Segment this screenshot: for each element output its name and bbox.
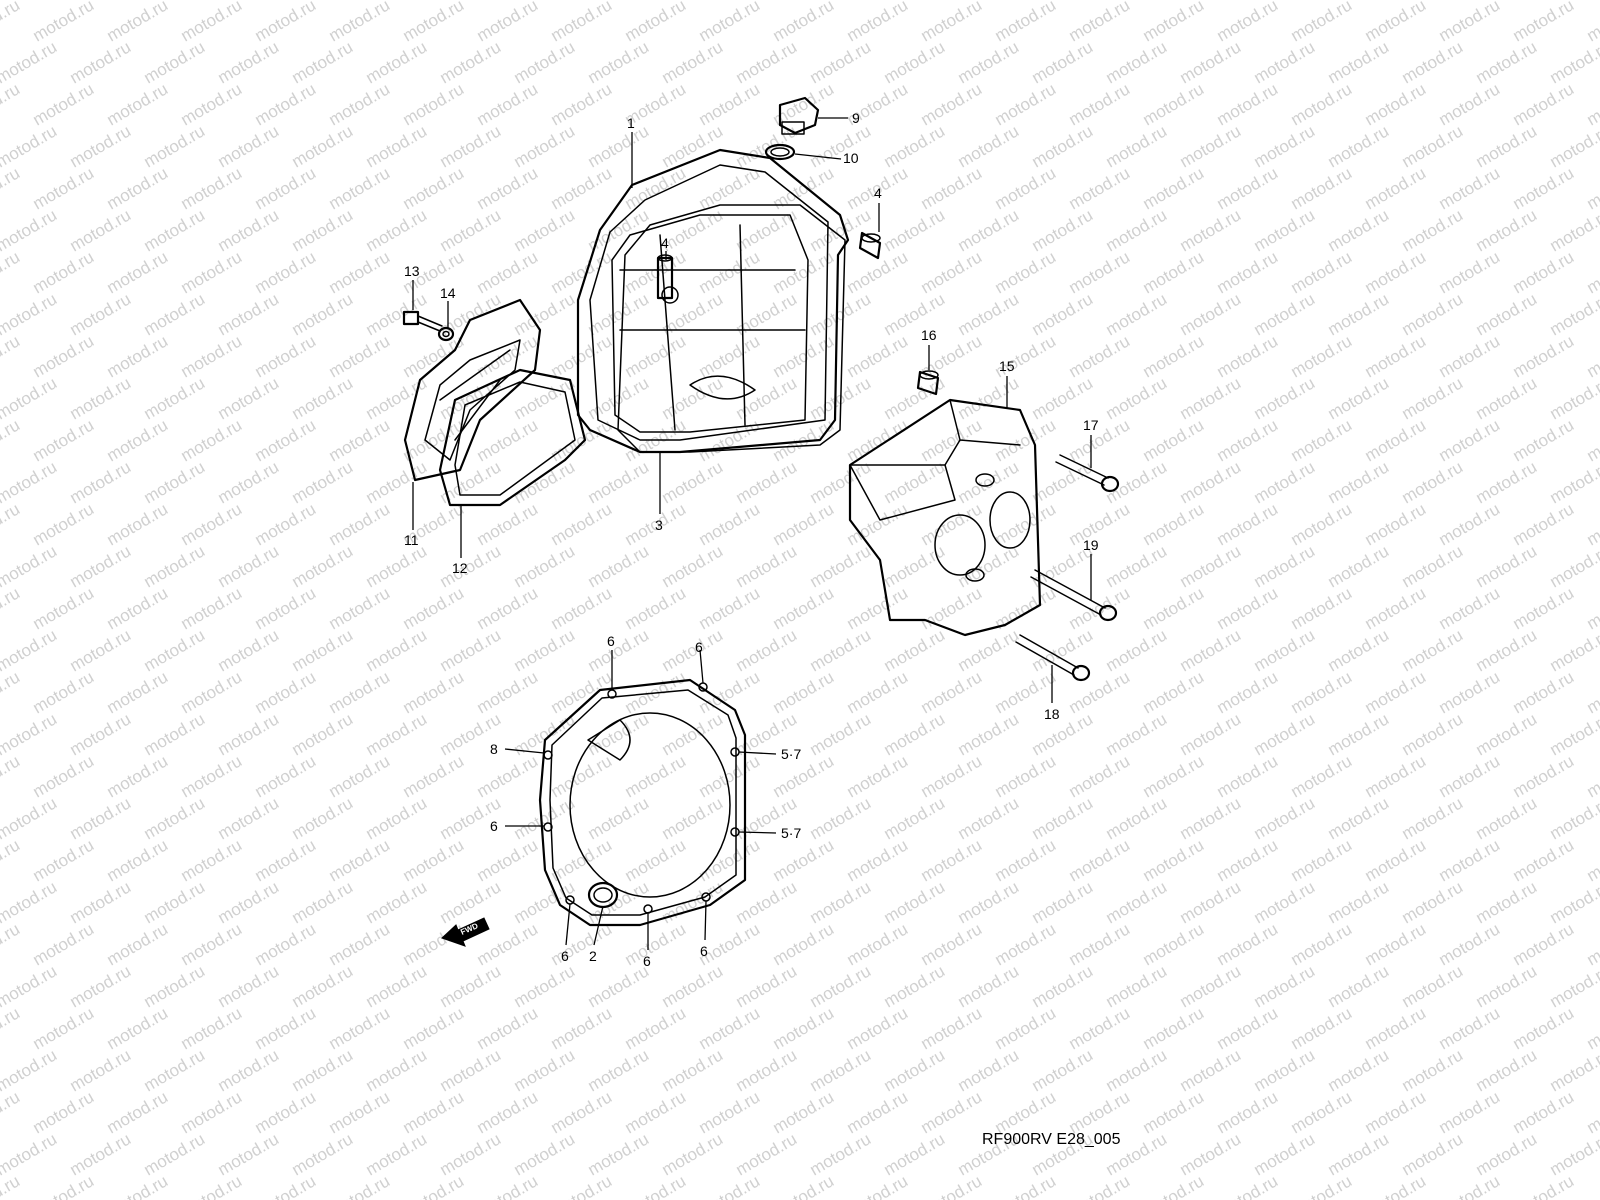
callout-1: 1 — [627, 115, 635, 131]
o-ring — [764, 143, 796, 161]
dowel-pin — [858, 231, 882, 260]
oil-filler-cap — [778, 96, 820, 135]
mounting-bracket — [848, 398, 1042, 637]
washer — [437, 326, 455, 342]
callout-5-7-upper: 5·7 — [781, 746, 801, 762]
callout-5-7-lower: 5·7 — [781, 825, 801, 841]
bolt-long-19 — [1030, 569, 1118, 622]
bolt — [402, 310, 443, 332]
fwd-arrow-icon: FWD — [441, 917, 490, 947]
callout-11: 11 — [404, 532, 419, 548]
small-cover — [403, 298, 542, 482]
callout-8: 8 — [490, 741, 498, 757]
clutch-cover-gasket — [617, 204, 846, 453]
callout-4-inner: 4 — [661, 235, 669, 251]
callout-17: 17 — [1083, 417, 1099, 433]
outer-cover-lower — [538, 678, 747, 927]
callout-6-bottom-left: 6 — [561, 948, 569, 964]
callout-6-top-right: 6 — [695, 639, 703, 655]
callouts: 1 9 10 4 4 13 14 11 12 3 16 15 17 19 18 … — [404, 110, 1099, 969]
bolt-long-17 — [1055, 454, 1120, 493]
callout-6-top-left: 6 — [607, 633, 615, 649]
callout-6-left: 6 — [490, 818, 498, 834]
callout-14: 14 — [440, 285, 456, 301]
callout-9: 9 — [852, 110, 860, 126]
diagram-code: RF900RV E28_005 — [982, 1131, 1121, 1148]
callout-3: 3 — [655, 517, 663, 533]
callout-2: 2 — [589, 948, 597, 964]
callout-18: 18 — [1044, 706, 1060, 722]
callout-12: 12 — [452, 560, 468, 576]
callout-6-bottom-right: 6 — [700, 943, 708, 959]
callout-13: 13 — [404, 263, 420, 279]
callout-16: 16 — [921, 327, 937, 343]
callout-4-right: 4 — [874, 185, 882, 201]
callout-15: 15 — [999, 358, 1015, 374]
callout-19: 19 — [1083, 537, 1099, 553]
callout-6-bottom-mid: 6 — [643, 953, 651, 969]
callout-10: 10 — [843, 150, 859, 166]
spacer-collar — [916, 370, 940, 396]
leader-lines — [412, 117, 1092, 950]
